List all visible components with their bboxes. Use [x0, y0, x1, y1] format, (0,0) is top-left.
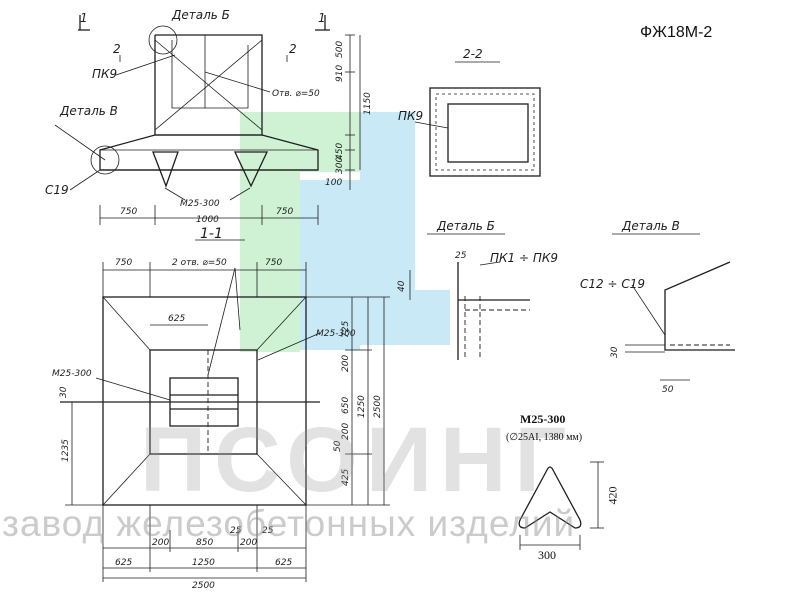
- dim-910: 910: [335, 65, 345, 82]
- m25-height: 420: [605, 486, 620, 505]
- detail-v-circle: [90, 145, 120, 175]
- plan-dim-25-a: 25: [230, 526, 242, 536]
- watermark-tagline: завод железобетонных изделий: [2, 503, 576, 544]
- front-elevation: [54, 15, 361, 225]
- plan-dim-750-left: 750: [115, 258, 132, 268]
- section-2-2-title: 2-2: [463, 47, 483, 61]
- plan-dim-1250-bottom: 1250: [192, 558, 215, 568]
- dim-450: 450: [335, 143, 345, 160]
- plan-holes-label: 2 отв. ⌀=50: [172, 258, 227, 268]
- detail-b-dim-25: 25: [455, 251, 467, 261]
- pk9-label: ПК9: [92, 67, 117, 81]
- detail-b-label: Деталь Б: [171, 8, 230, 22]
- detail-b-pk-range: ПК1 ÷ ПК9: [490, 251, 558, 265]
- detail-v-label: Деталь В: [59, 104, 118, 118]
- plan-dim-2500-bottom: 2500: [192, 581, 215, 591]
- plan-dim-200-bottom-b: 200: [240, 538, 257, 548]
- m25-loop-detail: [518, 461, 604, 550]
- section-mark-1-left: 1: [80, 11, 88, 25]
- plan-1-1-title: 1-1: [200, 226, 223, 242]
- plan-dim-625-right: 625: [275, 558, 292, 568]
- drawing-code: ФЖ18М-2: [640, 24, 713, 41]
- detail-b-title: Деталь Б: [436, 219, 495, 233]
- detail-v-view: [612, 233, 735, 381]
- section-2-2-pk9: ПК9: [398, 109, 423, 123]
- plan-dim-625-left: 625: [115, 558, 132, 568]
- section-2-left: 2: [113, 42, 121, 56]
- plan-dim-30: 30: [59, 386, 69, 398]
- plan-dim-625-inner: 625: [168, 314, 185, 324]
- detail-v-c-range: С12 ÷ С19: [580, 277, 645, 291]
- detail-v-dim-50: 50: [662, 385, 674, 395]
- m25-subtitle: (∅25АI, 1380 мм): [506, 432, 583, 443]
- section-2-right: 2: [289, 42, 297, 56]
- section-2-2: [414, 61, 541, 177]
- plan-dim-850: 850: [196, 538, 213, 548]
- dim-750-right: 750: [276, 207, 293, 217]
- plan-dim-725: 725: [341, 321, 351, 338]
- m25-title: М25-300: [520, 412, 566, 426]
- plan-dim-425: 425: [341, 469, 351, 486]
- plan-dim-2500-right: 2500: [373, 395, 383, 418]
- detail-b-view: [409, 233, 530, 360]
- plan-dim-25-b: 25: [262, 526, 274, 536]
- plan-dim-650: 650: [341, 397, 351, 414]
- detail-v-dim-30: 30: [610, 346, 620, 358]
- detail-b-dim-40: 40: [397, 280, 407, 292]
- dim-750-left: 750: [120, 207, 137, 217]
- plan-dim-200-b: 200: [341, 423, 351, 440]
- dim-500: 500: [335, 41, 345, 58]
- plan-m25-left: М25-300: [52, 369, 92, 379]
- plan-dim-200-bottom: 200: [152, 538, 169, 548]
- plan-dim-50: 50: [333, 440, 343, 452]
- dim-100: 100: [325, 178, 342, 188]
- plan-dim-200-a: 200: [341, 355, 351, 372]
- plan-dim-1235: 1235: [61, 439, 71, 462]
- section-mark-1-right: 1: [318, 11, 326, 25]
- detail-v-title: Деталь В: [621, 219, 680, 233]
- c19-label: С19: [45, 183, 69, 197]
- detail-b-circle: [148, 25, 178, 55]
- watermark-logo: [240, 112, 450, 352]
- dim-300: 300: [335, 157, 345, 174]
- plan-m25-right: М25-300: [316, 329, 356, 339]
- m25-width: 300: [538, 548, 556, 562]
- m25-top-label: М25-300: [180, 199, 220, 209]
- plan-dim-750-right: 750: [265, 258, 282, 268]
- dim-1000: 1000: [196, 215, 219, 225]
- watermark-brand: ПСОИНГ: [140, 409, 575, 511]
- plan-1-1: [60, 239, 390, 582]
- dim-1150: 1150: [363, 92, 373, 115]
- plan-dim-1250-right: 1250: [357, 395, 367, 418]
- hole-label: Отв. ⌀=50: [272, 89, 320, 99]
